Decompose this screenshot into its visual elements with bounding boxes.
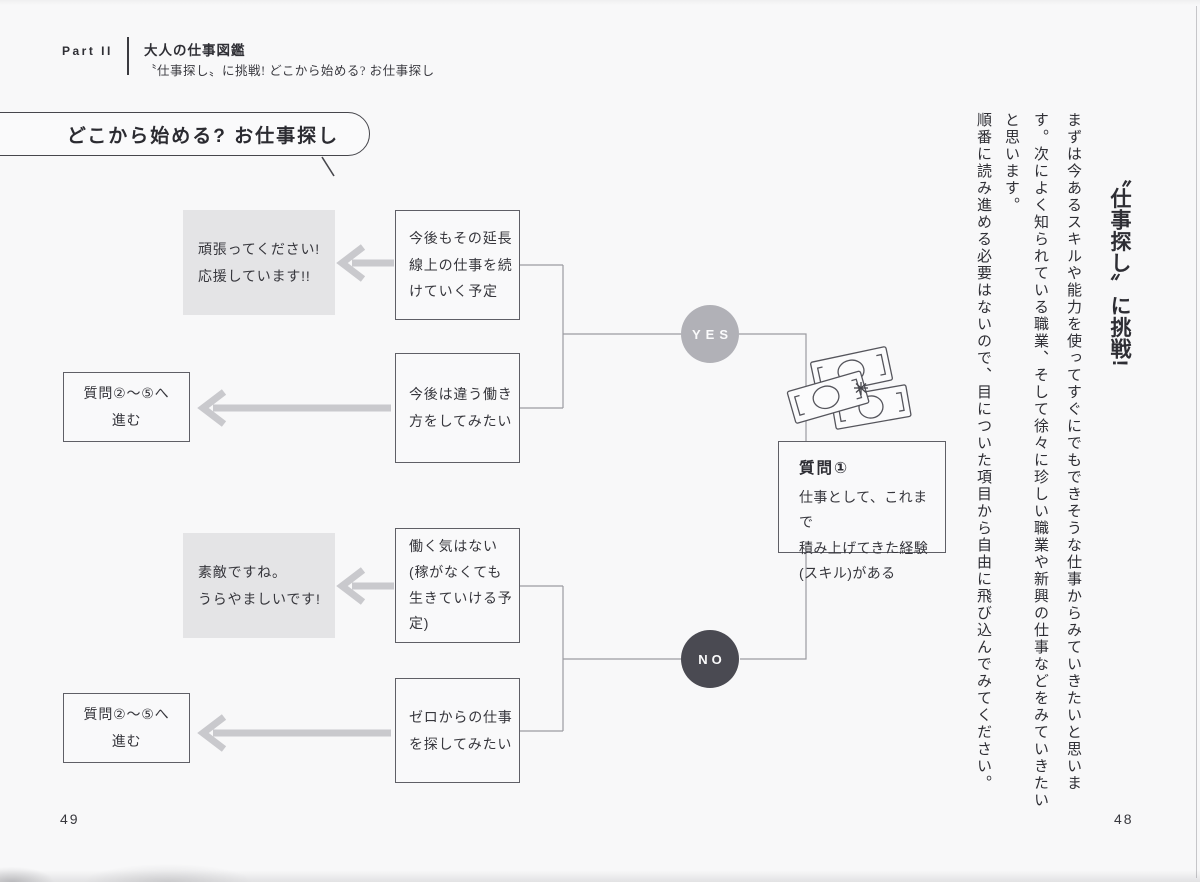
part-label: Part II [62,44,113,58]
arrow-head-2 [197,389,227,427]
choice-box-continue-current-work: 今後もその延長 線上の仕事を続 けていく予定 [395,210,520,320]
connector-lines [520,264,807,732]
choice-box-search-from-zero: ゼロからの仕事 を探してみたい [395,678,520,783]
question-1-body: 仕事として、これまで 積み上げてきた経験 (スキル)がある [799,489,929,582]
book-title: 大人の仕事図鑑 [144,43,246,58]
page-number-left: 49 [60,811,80,827]
vertical-text-column-2: す。次によく知られている職業、そして徐々に珍しい職業や新興の仕事などをみていきた… [1032,112,1048,809]
vertical-text-column-3: と思います。 [1003,112,1019,214]
bubble-tail [321,156,335,177]
yes-node: YES [681,305,739,363]
page-number-right: 48 [1114,811,1134,827]
vertical-text-column-4: 順番に読み進める必要はないので、目についた項目から自由に飛び込んでみてください。 [975,112,991,792]
outcome-box-goto-questions-1: 質問②〜⑤へ 進む [63,372,190,442]
chapter-subtitle: 〝仕事探し〟に挑戦! どこから始める? お仕事探し [144,64,435,78]
outcome-box-cheer: 頑張ってください! 応援しています!! [183,210,335,315]
money-icon [786,346,912,430]
sparkle-icon [854,382,868,395]
page-edge-line [1196,6,1197,878]
section-title: どこから始める? お仕事探し [66,125,340,147]
arrow-head-3 [336,567,366,605]
vertical-heading: 〝仕事探し〟に挑戦! [1108,166,1131,367]
question-1-title: 質問① [799,460,850,477]
choice-box-different-workstyle: 今後は違う働き 方をしてみたい [395,353,520,463]
outcome-box-envy: 素敵ですね。 うらやましいです! [183,533,335,638]
arrow-head-4 [197,714,227,752]
result-arrows [197,244,394,752]
vertical-text-column-1: まずは今あるスキルや能力を使ってすぐにでもできそうな仕事からみていきたいと思いま [1065,112,1081,792]
arrow-head-1 [336,244,366,282]
outcome-box-goto-questions-2: 質問②〜⑤へ 進む [63,693,190,763]
question-1-box: 質問① 仕事として、これまで 積み上げてきた経験 (スキル)がある [778,441,946,581]
header-divider [127,37,129,75]
section-title-bubble: どこから始める? お仕事探し [0,112,370,156]
no-node: NO [681,630,739,688]
choice-box-no-intention-to-work: 働く気はない (稼がなくても 生きていける予 定) [395,528,520,643]
